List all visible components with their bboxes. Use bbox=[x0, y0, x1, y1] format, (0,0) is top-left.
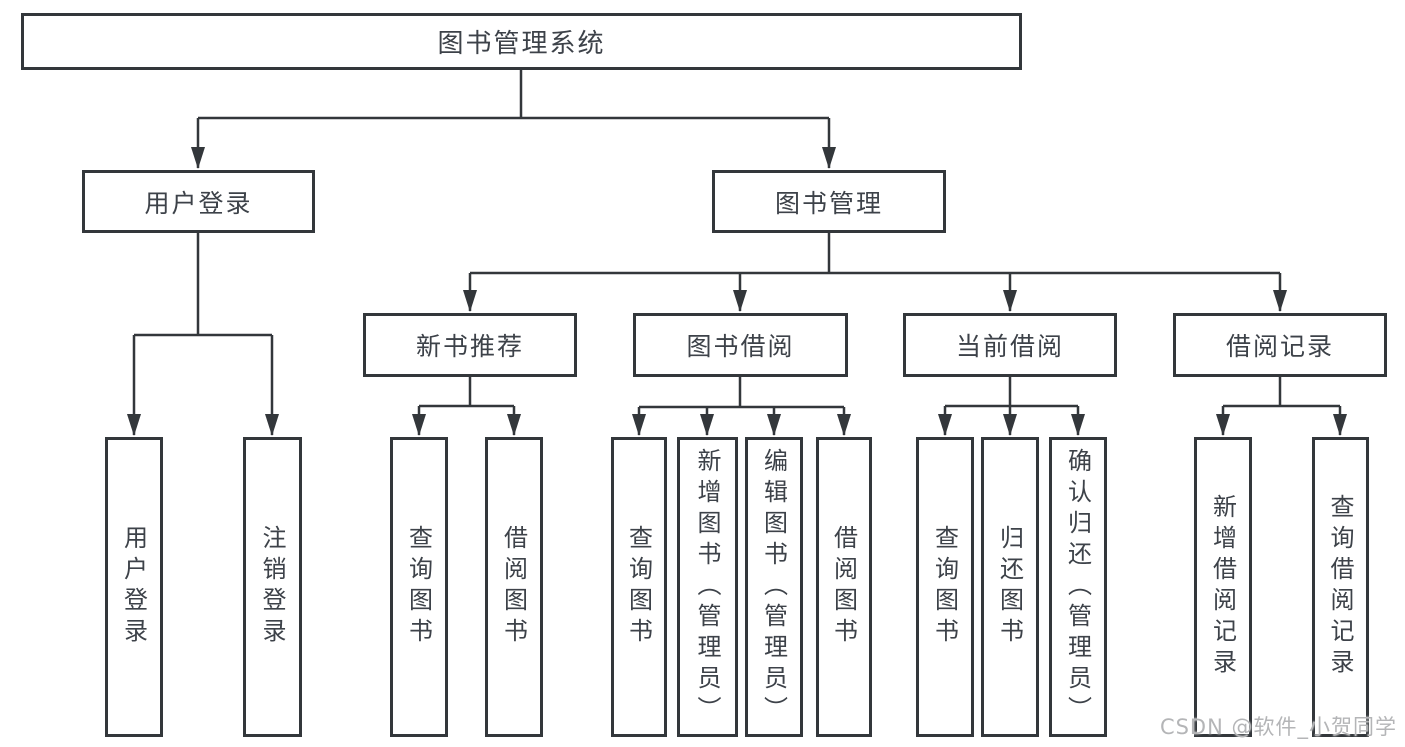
node-user-login: 用户登录 bbox=[82, 170, 315, 233]
node-label: 图书借阅 bbox=[686, 332, 795, 361]
leaf-confirm-return-admin: 确认归还（管理员） bbox=[1049, 437, 1107, 737]
node-label: 借阅记录 bbox=[1225, 332, 1334, 361]
node-book-borrowing: 图书借阅 bbox=[633, 313, 848, 377]
leaf-user-login: 用户登录 bbox=[105, 437, 163, 737]
node-book-management: 图书管理 bbox=[712, 170, 946, 233]
leaf-borrow-books-2: 借阅图书 bbox=[816, 437, 872, 737]
node-label: 图书管理系统 bbox=[437, 29, 606, 59]
leaf-return-books: 归还图书 bbox=[981, 437, 1039, 737]
node-borrowing-records: 借阅记录 bbox=[1173, 313, 1387, 377]
node-label: 当前借阅 bbox=[955, 332, 1064, 361]
node-label: 编辑图书（管理员） bbox=[759, 447, 788, 727]
leaf-query-borrow-record: 查询借阅记录 bbox=[1312, 437, 1369, 737]
node-label: 查询图书 bbox=[624, 525, 653, 649]
leaf-borrow-books-1: 借阅图书 bbox=[485, 437, 543, 737]
node-current-borrowing: 当前借阅 bbox=[903, 313, 1117, 377]
leaf-query-books-3: 查询图书 bbox=[916, 437, 974, 737]
node-label: 借阅图书 bbox=[499, 525, 528, 649]
node-label: 注销登录 bbox=[258, 525, 286, 649]
node-label: 归还图书 bbox=[995, 525, 1024, 649]
leaf-add-borrow-record: 新增借阅记录 bbox=[1194, 437, 1252, 737]
leaf-add-books-admin: 新增图书（管理员） bbox=[677, 437, 738, 737]
node-label: 新增借阅记录 bbox=[1208, 494, 1237, 680]
node-new-book-recommend: 新书推荐 bbox=[363, 313, 577, 377]
node-label: 查询借阅记录 bbox=[1326, 494, 1354, 680]
csdn-watermark: CSDN @软件_小贺同学 bbox=[1159, 715, 1397, 739]
node-label: 用户登录 bbox=[119, 525, 148, 649]
leaf-edit-books-admin: 编辑图书（管理员） bbox=[745, 437, 803, 737]
node-label: 查询图书 bbox=[404, 525, 433, 649]
node-label: 新增图书（管理员） bbox=[693, 447, 721, 727]
node-label: 图书管理 bbox=[774, 188, 883, 218]
node-label: 新书推荐 bbox=[415, 332, 524, 361]
leaf-logout: 注销登录 bbox=[243, 437, 302, 737]
node-label: 确认归还（管理员） bbox=[1063, 447, 1092, 727]
leaf-query-books-2: 查询图书 bbox=[611, 437, 667, 737]
node-label: 用户登录 bbox=[144, 188, 253, 218]
node-library-management-system: 图书管理系统 bbox=[21, 13, 1022, 70]
leaf-query-books-1: 查询图书 bbox=[390, 437, 448, 737]
node-label: 借阅图书 bbox=[829, 525, 858, 649]
node-label: 查询图书 bbox=[930, 525, 959, 649]
